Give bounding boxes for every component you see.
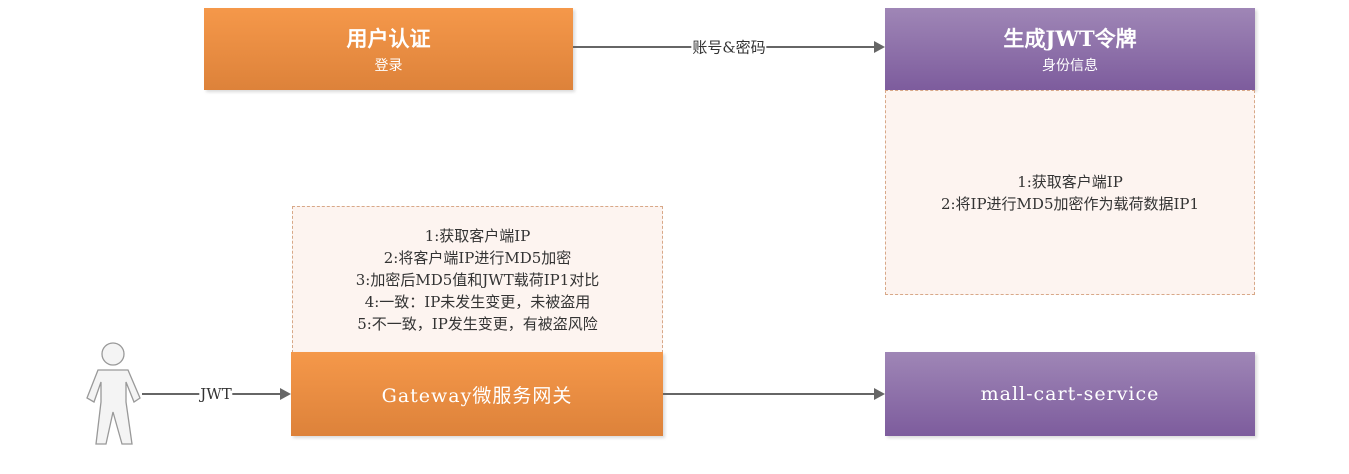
user-person-icon <box>86 342 141 445</box>
user-auth-title: 用户认证 <box>346 26 431 51</box>
gateway-note: 1:获取客户端IP <box>424 226 531 245</box>
gateway-note: 5:不一致，IP发生变更，有被盗风险 <box>357 314 598 333</box>
generate-jwt-title: 生成JWT令牌 <box>1003 26 1137 51</box>
gateway-note: 2:将客户端IP进行MD5加密 <box>383 248 572 267</box>
arrowhead-icon <box>874 388 885 400</box>
gateway-to-service-line <box>663 393 874 395</box>
arrowhead-icon <box>874 41 885 53</box>
generate-jwt-subtitle: 身份信息 <box>1042 58 1098 74</box>
user-auth-subtitle: 登录 <box>374 58 403 74</box>
jwt-note: 2:将IP进行MD5加密作为载荷数据IP1 <box>940 194 1200 213</box>
gateway-note: 3:加密后MD5值和JWT载荷IP1对比 <box>355 270 600 289</box>
gateway-title: Gateway微服务网关 <box>381 384 573 407</box>
gateway-box: Gateway微服务网关 <box>291 352 663 436</box>
user-auth-box: 用户认证 登录 <box>204 8 573 90</box>
cart-service-box: mall-cart-service <box>885 352 1255 436</box>
credentials-label: 账号&密码 <box>691 36 767 58</box>
gateway-note: 4:一致：IP未发生变更，未被盗用 <box>364 292 591 311</box>
jwt-label: JWT <box>199 385 233 403</box>
jwt-note: 1:获取客户端IP <box>1017 172 1123 191</box>
gateway-notes: 1:获取客户端IP 2:将客户端IP进行MD5加密 3:加密后MD5值和JWT载… <box>292 206 663 353</box>
jwt-notes: 1:获取客户端IP 2:将IP进行MD5加密作为载荷数据IP1 <box>885 90 1255 295</box>
generate-jwt-box: 生成JWT令牌 身份信息 <box>885 8 1255 90</box>
cart-service-title: mall-cart-service <box>980 383 1160 405</box>
arrowhead-icon <box>280 388 291 400</box>
